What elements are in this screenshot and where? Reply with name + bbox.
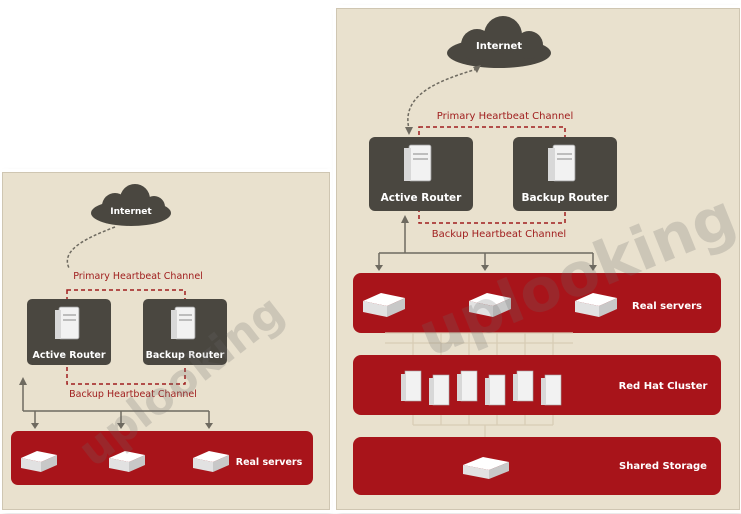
real-server-icon: [109, 451, 145, 472]
arrow-down-icon: [405, 127, 413, 135]
arrow-down-icon: [589, 265, 597, 271]
distribution-lines: [22, 381, 210, 425]
arrow-down-icon: [31, 423, 39, 429]
internet-link-line: [407, 68, 478, 130]
internet-cloud-icon: [91, 184, 171, 226]
real-servers-label: Real servers: [632, 301, 702, 312]
active-router-server-icon: [404, 144, 432, 182]
real-server-icon: [363, 293, 405, 317]
internet-label: Internet: [110, 207, 152, 217]
backup-router-server-icon: [171, 306, 196, 340]
real-servers-band: [353, 273, 721, 333]
backup-heartbeat-label: Backup Heartbeat Channel: [69, 389, 197, 400]
real-server-icon: [575, 293, 617, 317]
storage-mesh-lines: [412, 415, 554, 439]
cluster-node-icon: [429, 374, 450, 406]
real-servers-band: [11, 431, 313, 485]
active-router-label: Active Router: [33, 350, 106, 361]
arrow-down-icon: [481, 265, 489, 271]
real-server-icon: [469, 293, 511, 317]
cluster-node-icon: [513, 370, 534, 402]
active-router-label: Active Router: [381, 192, 463, 204]
uplink-arrow-icon: [19, 377, 27, 385]
backup-router-label: Backup Router: [146, 350, 225, 361]
cluster-node-icon: [541, 374, 562, 406]
backup-router-label: Backup Router: [521, 192, 609, 204]
internet-label: Internet: [476, 41, 522, 52]
left-diagram-canvas: Internet Primary Heartbeat Channel Activ…: [11, 184, 313, 485]
real-server-icon: [193, 451, 229, 472]
shared-storage-label: Shared Storage: [619, 461, 707, 472]
backup-router-server-icon: [548, 144, 576, 182]
right-diagram-canvas: Internet Primary Heartbeat Channel Activ…: [353, 16, 739, 495]
cluster-node-icon: [485, 374, 506, 406]
internet-link-line: [66, 226, 116, 269]
active-router-server-icon: [55, 306, 80, 340]
internet-cloud-icon: [447, 16, 551, 68]
cluster-label: Red Hat Cluster: [619, 381, 708, 392]
real-server-icon: [21, 451, 57, 472]
arrow-down-icon: [375, 265, 383, 271]
uplink-arrow-icon: [401, 215, 409, 223]
arrow-down-icon: [117, 423, 125, 429]
shared-storage-band: [353, 437, 721, 495]
distribution-lines: [378, 219, 594, 267]
backup-heartbeat-label: Backup Heartbeat Channel: [432, 229, 566, 240]
primary-heartbeat-label: Primary Heartbeat Channel: [437, 111, 573, 122]
cluster-node-icon: [457, 370, 478, 402]
arrow-up-icon: [473, 65, 481, 73]
cluster-node-icon: [401, 370, 422, 402]
left-diagram-panel: Internet Primary Heartbeat Channel Activ…: [2, 172, 330, 510]
shared-storage-icon: [463, 457, 509, 479]
primary-heartbeat-label: Primary Heartbeat Channel: [73, 271, 203, 282]
real-servers-label: Real servers: [236, 457, 303, 468]
arrow-down-icon: [205, 423, 213, 429]
right-diagram-panel: Internet Primary Heartbeat Channel Activ…: [336, 8, 740, 510]
